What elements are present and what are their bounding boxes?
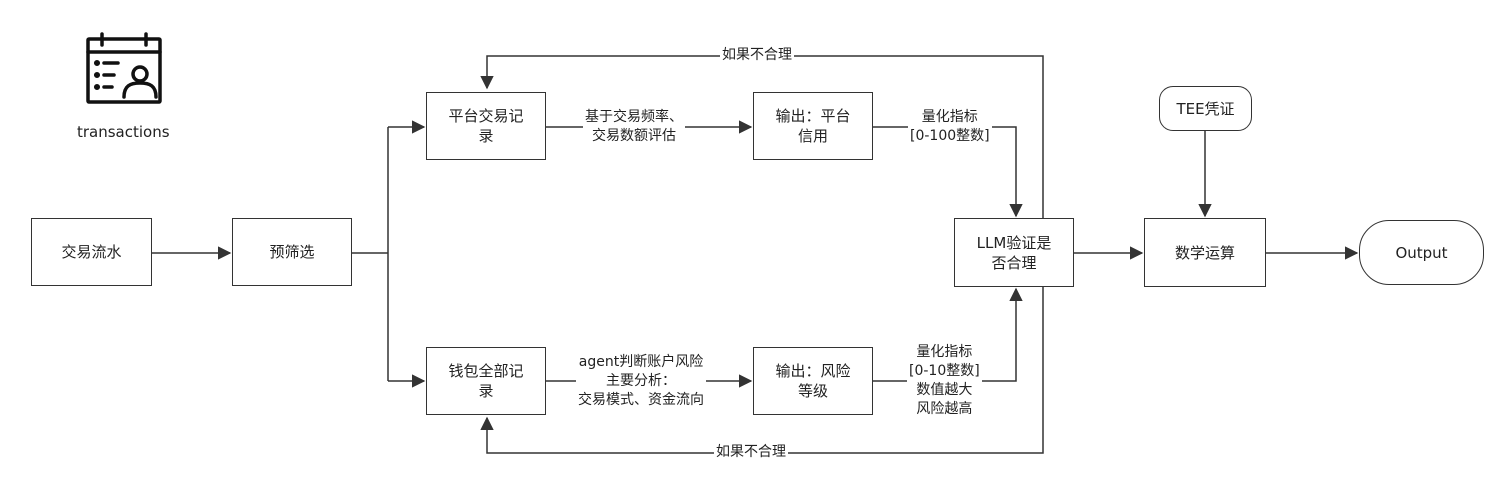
label-top-loop: 如果不合理 <box>720 46 794 65</box>
node-tee-credential: TEE凭证 <box>1159 86 1252 131</box>
node-wallet-records: 钱包全部记 录 <box>426 347 546 415</box>
node-output: Output <box>1359 220 1484 285</box>
label-score-0-100: 量化指标 [0-100整数] <box>908 108 992 146</box>
node-platform-records: 平台交易记 录 <box>426 92 546 160</box>
node-transaction-flow: 交易流水 <box>31 218 152 286</box>
node-math-operation: 数学运算 <box>1144 218 1266 287</box>
node-prefilter: 预筛选 <box>232 218 352 286</box>
transactions-caption: transactions <box>77 123 170 141</box>
edge-prefilter-split <box>352 127 389 381</box>
label-agent-evaluation: agent判断账户风险 主要分析： 交易模式、资金流向 <box>576 353 706 410</box>
label-score-0-10: 量化指标 [0-10整数] 数值越大 风险越高 <box>907 343 982 419</box>
transactions-icon <box>84 32 164 108</box>
node-llm-verify: LLM验证是 否合理 <box>954 218 1074 287</box>
node-risk-level-output: 输出：风险 等级 <box>753 347 873 415</box>
label-platform-evaluation: 基于交易频率、 交易数额评估 <box>583 108 685 146</box>
label-bottom-loop: 如果不合理 <box>714 443 788 462</box>
node-platform-credit-output: 输出：平台 信用 <box>753 92 873 160</box>
